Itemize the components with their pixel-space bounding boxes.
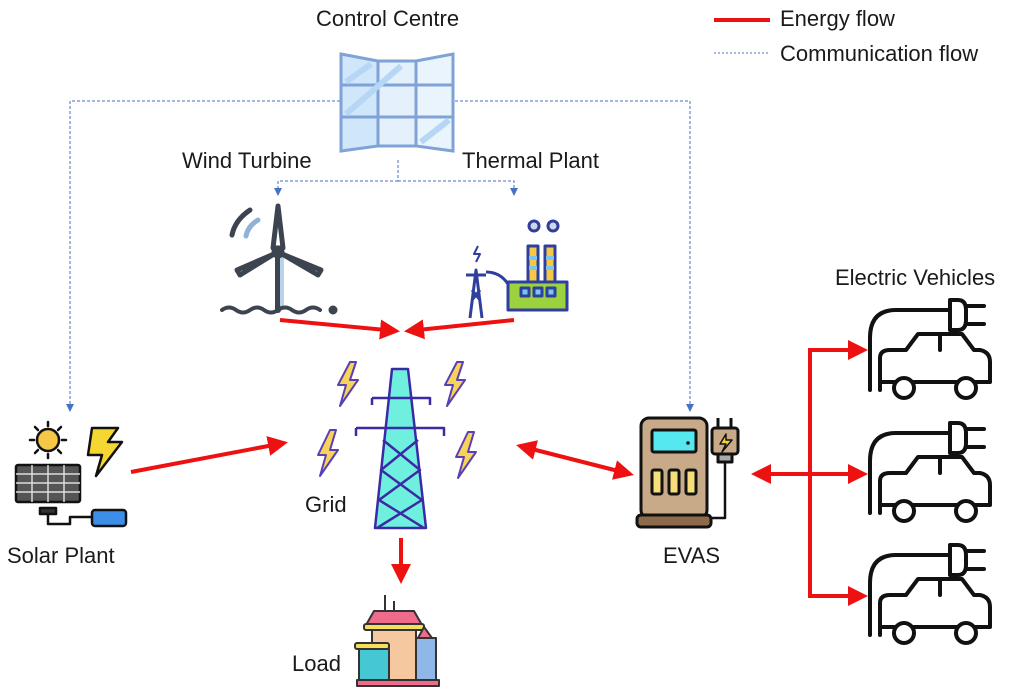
comm-line-thermal [398,180,518,196]
thermal-plant-icon [466,219,569,319]
charging-station-icon [635,416,740,529]
grid-label: Grid [305,492,347,517]
transmission-tower-icon [317,361,477,530]
legend-energy-label: Energy flow [780,6,895,31]
energy-solar-to-grid [130,436,288,474]
energy-thermal-to-grid [404,318,515,340]
thermal-plant-label: Thermal Plant [462,148,599,173]
comm-line-wind [274,180,398,196]
communication-lines [66,100,694,412]
energy-grid-evas [516,440,634,480]
evas-label: EVAS [663,543,721,568]
wind-turbine-icon [220,203,338,315]
comm-line-solar [66,100,340,412]
ev-list [868,298,992,645]
electric-car-icon [868,421,992,523]
wind-turbine-label: Wind Turbine [182,148,312,173]
buildings-icon [354,595,440,687]
solar-plant-label: Solar Plant [7,543,115,568]
energy-wind-to-grid [279,318,400,340]
energy-lines [130,318,868,606]
legend-communication-label: Communication flow [780,41,979,66]
comm-line-evas [455,100,694,412]
electric-vehicles-label: Electric Vehicles [835,265,996,290]
control-centre-label: Control Centre [316,6,460,31]
video-wall-icon [339,52,455,153]
electric-car-icon [868,543,992,645]
load-label: Load [292,651,341,676]
electric-car-icon [868,298,992,400]
solar-panel-icon [14,420,128,528]
